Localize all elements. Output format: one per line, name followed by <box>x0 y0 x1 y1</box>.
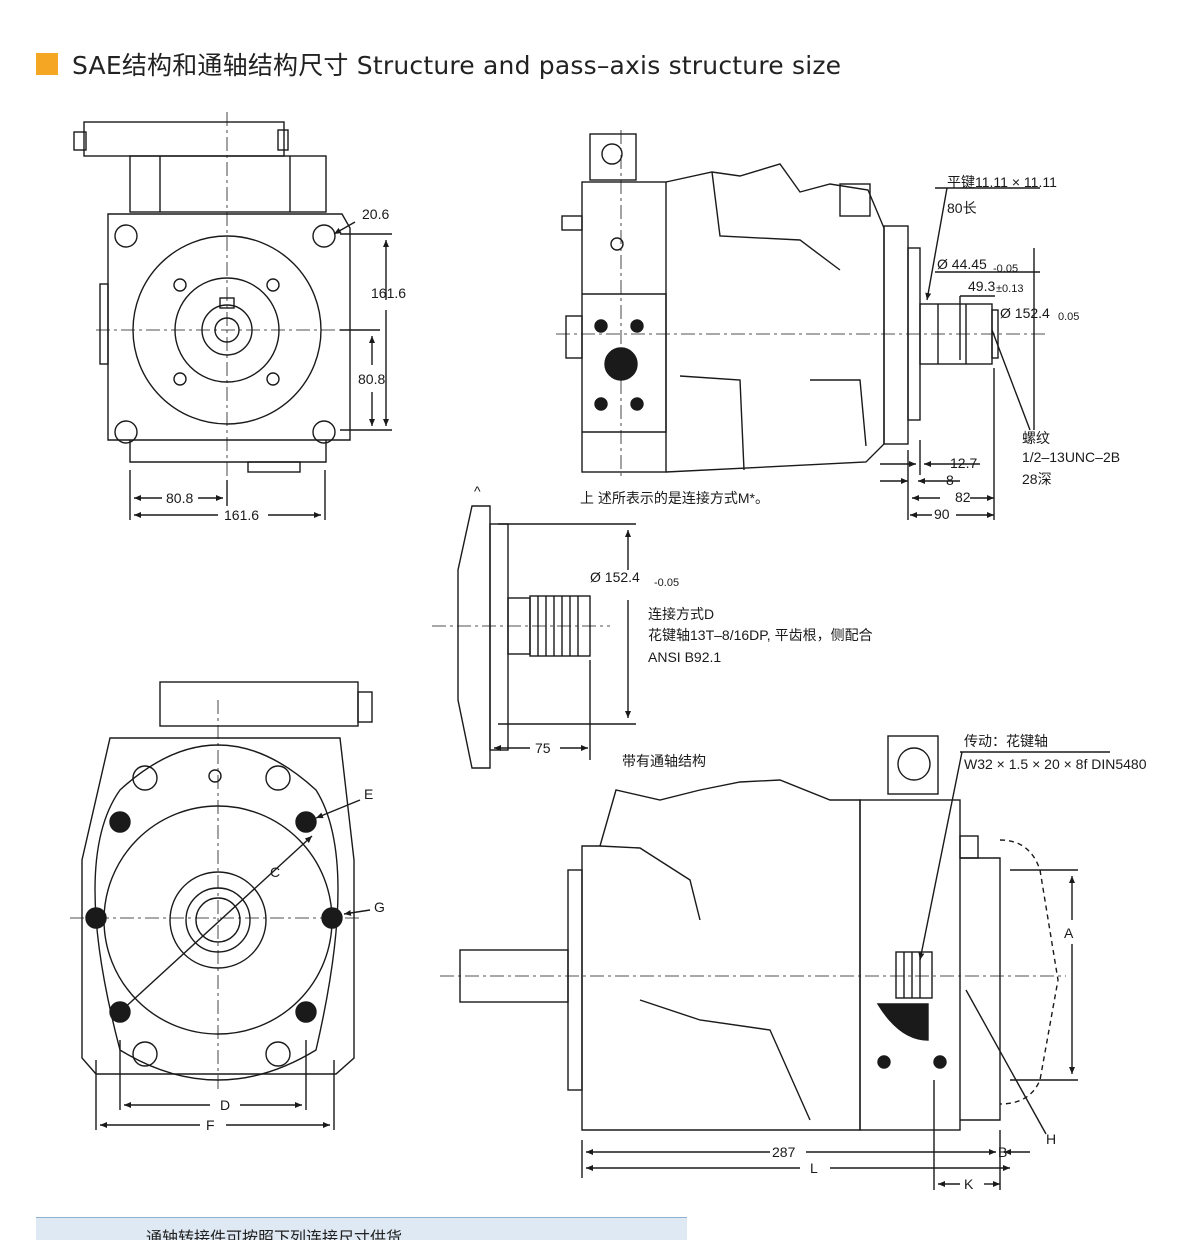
conn-std: ANSI B92.1 <box>648 649 721 665</box>
shaft-dia-tol: -0.05 <box>993 263 1018 275</box>
label-k: K <box>964 1176 974 1192</box>
drive-spec: W32 × 1.5 × 20 × 8f DIN5480 <box>964 756 1147 772</box>
spline-pilot-dia-tol: -0.05 <box>654 577 679 589</box>
shaft-dia: Ø 44.45 <box>937 256 987 272</box>
dim-width: 161.6 <box>224 507 259 523</box>
section-title: SAE结构和通轴结构尺寸 Structure and pass–axis str… <box>72 51 842 80</box>
centerlines <box>70 112 1066 1090</box>
label-h: H <box>1046 1131 1056 1147</box>
dim-half-height: 80.8 <box>358 371 385 387</box>
key-height: 49.3 <box>968 278 995 294</box>
label-d: D <box>220 1097 230 1113</box>
thread-depth: 28深 <box>1022 471 1052 487</box>
side-note: 上 述所表示的是连接方式M*。 <box>580 490 769 506</box>
header-marker-icon <box>36 53 58 75</box>
footer-text: 通轴转接件可按照下列连接尺寸供货 <box>146 1228 403 1240</box>
pilot-dia-tol: 0.05 <box>1058 311 1079 323</box>
label-b: B <box>998 1144 1007 1160</box>
dim-8: 8 <box>946 472 954 488</box>
label-g: G <box>374 899 385 915</box>
thread-title: 螺纹 <box>1022 430 1050 446</box>
dim-half-width: 80.8 <box>166 490 193 506</box>
dim-90: 90 <box>934 506 950 522</box>
dim-hole-dia: 20.6 <box>362 206 389 222</box>
section-header: SAE结构和通轴结构尺寸 Structure and pass–axis str… <box>36 46 841 82</box>
label-e: E <box>364 786 373 802</box>
dim-287: 287 <box>772 1144 796 1160</box>
rear-view <box>81 681 373 1130</box>
spline-pilot-dia: Ø 152.4 <box>590 569 640 585</box>
through-drive-view <box>459 735 1110 1190</box>
label-f: F <box>206 1117 215 1133</box>
view-arrow-mark: ^ <box>474 483 481 499</box>
dim-12-7: 12.7 <box>950 455 977 471</box>
dim-height: 161.6 <box>371 285 406 301</box>
key-height-tol: ±0.13 <box>996 283 1023 295</box>
front-view <box>73 121 392 520</box>
dim-82: 82 <box>955 489 971 505</box>
through-label: 带有通轴结构 <box>622 753 706 769</box>
conn-spec: 花键轴13T–8/16DP, 平齿根，侧配合 <box>648 627 873 643</box>
thread-spec: 1/2–13UNC–2B <box>1022 449 1120 465</box>
label-a: A <box>1064 925 1074 941</box>
label-l: L <box>810 1160 818 1176</box>
conn-title: 连接方式D <box>648 606 714 622</box>
spline-view <box>457 505 636 769</box>
key-label: 平键11.11 × 11.11 <box>947 174 1057 190</box>
dim-75: 75 <box>535 740 551 756</box>
key-length: 80长 <box>947 200 977 216</box>
label-c: C <box>270 864 280 880</box>
pilot-dia: Ø 152.4 <box>1000 305 1050 321</box>
side-view <box>561 133 1040 520</box>
drive-label: 传动：花键轴 <box>964 733 1048 749</box>
